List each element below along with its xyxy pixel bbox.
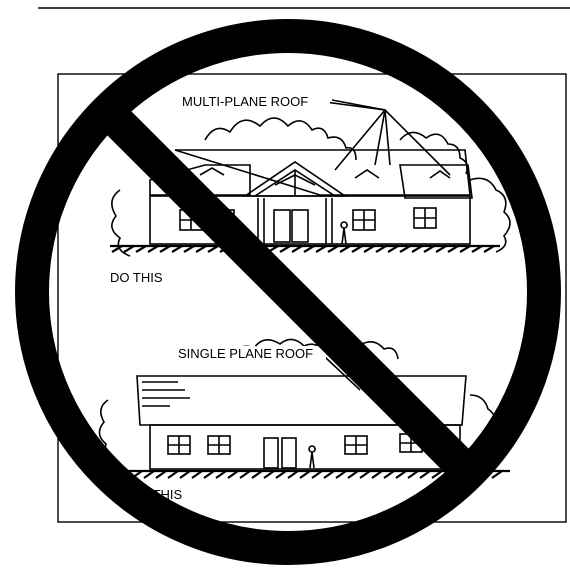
- tree-scribble: [400, 132, 467, 174]
- roof-pointer: [310, 100, 390, 165]
- single-plane-roof-label: SINGLE PLANE ROOF: [178, 346, 313, 361]
- do-this-caption: DO THIS: [110, 270, 163, 285]
- tree-scribble: [205, 118, 356, 160]
- multi-plane-roof-label: MULTI-PLANE ROOF: [182, 94, 308, 109]
- ground-hatch: [110, 246, 500, 252]
